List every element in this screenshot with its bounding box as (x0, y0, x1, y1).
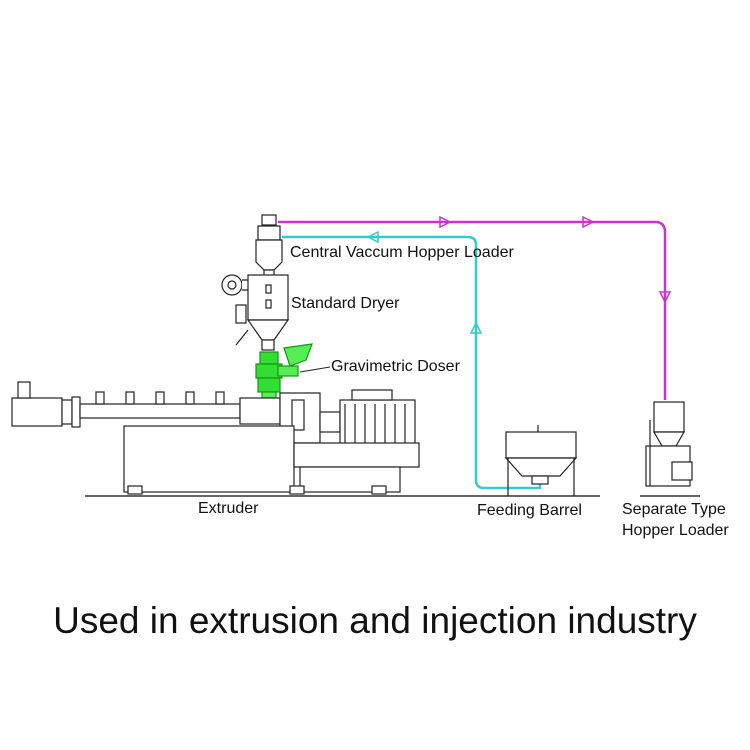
magenta-arrow-3 (658, 291, 672, 304)
magenta-pipe (278, 220, 667, 400)
label-gravimetric-doser: Gravimetric Doser (331, 358, 460, 375)
feeding-barrel (504, 425, 578, 496)
label-standard-dryer: Standard Dryer (291, 295, 400, 312)
cyan-pipe (282, 235, 542, 490)
gravimetric-doser (255, 343, 313, 399)
label-separate-line-1: Separate Type (622, 501, 726, 518)
label-extruder: Extruder (198, 500, 259, 517)
magenta-arrow-1 (439, 215, 452, 229)
doser-leader-line (299, 366, 331, 373)
label-separate-line-2: Hopper Loader (622, 522, 729, 539)
caption: Used in extrusion and injection industry (53, 600, 697, 641)
standard-dryer (221, 274, 290, 351)
cyan-arrow-1 (366, 230, 379, 244)
cyan-arrow-2 (469, 321, 483, 334)
label-separate-hopper-loader: Separate Type Hopper Loader (622, 499, 729, 541)
label-feeding-barrel: Feeding Barrel (477, 502, 582, 519)
label-central-hopper-loader: Central Vaccum Hopper Loader (290, 244, 514, 261)
central-hopper-loader (255, 214, 283, 279)
extruder (11, 381, 420, 495)
magenta-arrow-2 (582, 215, 595, 229)
separate-hopper-loader (645, 401, 693, 487)
